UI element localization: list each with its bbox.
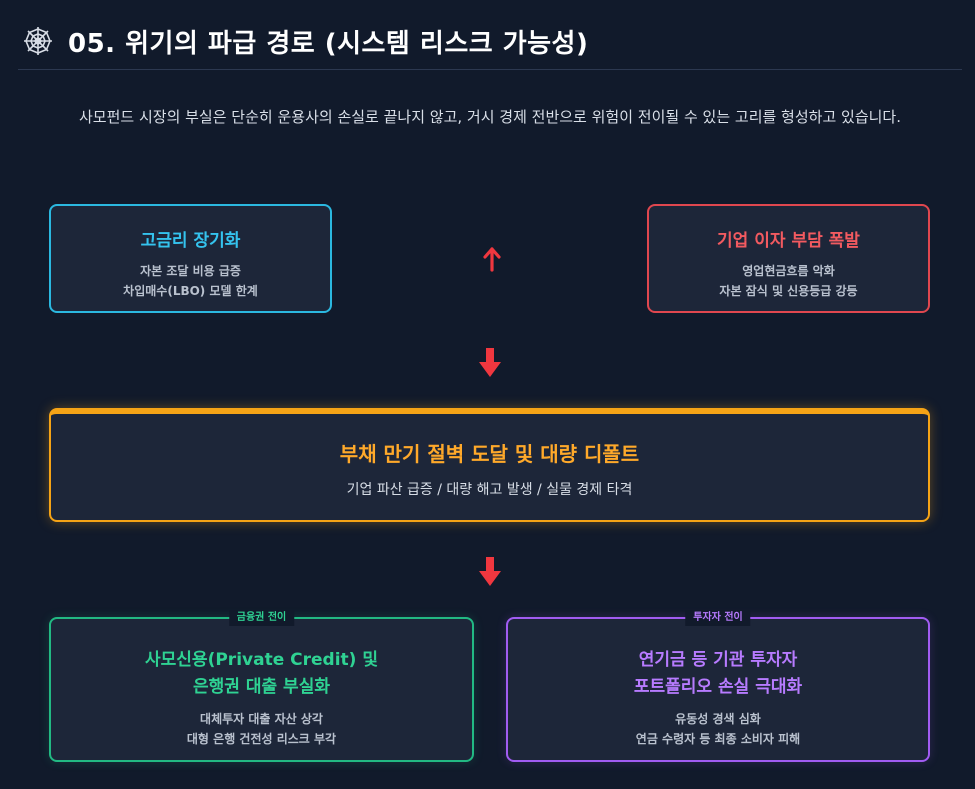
node-desc-line: 유동성 경색 심화 [675, 712, 761, 726]
node-desc: 기업 파산 급증 / 대량 해고 발생 / 실물 경제 타격 [346, 482, 633, 498]
node-desc-line: 대체투자 대출 자산 상각 [200, 712, 323, 726]
node-interest-burden: 기업 이자 부담 폭발 영업현금흐름 악화 자본 잠식 및 신용등급 강등 [647, 204, 930, 313]
node-financial-contagion: 금융권 전이 사모신용(Private Credit) 및 은행권 대출 부실화… [49, 610, 474, 762]
header-divider [18, 69, 962, 70]
node-desc-line: 영업현금흐름 악화 [742, 264, 835, 278]
arrow-down-icon [479, 348, 501, 377]
node-title-line: 사모신용(Private Credit) 및 [145, 650, 378, 670]
node-title-line: 연기금 등 기관 투자자 [638, 650, 798, 670]
node-desc-line: 차입매수(LBO) 모델 한계 [123, 284, 258, 298]
spider-web-icon [24, 27, 52, 55]
node-title: 연기금 등 기관 투자자 포트폴리오 손실 극대화 [508, 647, 928, 701]
intro-text: 사모펀드 시장의 부실은 단순히 운용사의 손실로 끝나지 않고, 거시 경제 … [79, 108, 901, 126]
node-title-line: 포트폴리오 손실 극대화 [633, 677, 803, 697]
node-investor-contagion: 투자자 전이 연기금 등 기관 투자자 포트폴리오 손실 극대화 유동성 경색 … [506, 610, 930, 762]
arrow-up-icon [483, 247, 501, 272]
node-desc-line: 대형 은행 건전성 리스크 부각 [186, 732, 337, 746]
node-title: 부채 만기 절벽 도달 및 대량 디폴트 [339, 442, 640, 466]
section-header: 05. 위기의 파급 경로 (시스템 리스크 가능성) [18, 14, 958, 68]
node-desc-line: 자본 조달 비용 급증 [140, 264, 241, 278]
node-title: 기업 이자 부담 폭발 [717, 231, 860, 251]
contagion-tag: 투자자 전이 [685, 610, 751, 626]
node-desc-line: 자본 잠식 및 신용등급 강등 [719, 284, 858, 298]
node-title: 사모신용(Private Credit) 및 은행권 대출 부실화 [51, 647, 472, 701]
node-high-rate: 고금리 장기화 자본 조달 비용 급증 차입매수(LBO) 모델 한계 [49, 204, 332, 313]
node-title-line: 은행권 대출 부실화 [193, 677, 330, 697]
node-desc-line: 연금 수령자 등 최종 소비자 피해 [635, 732, 801, 746]
node-debt-default: 부채 만기 절벽 도달 및 대량 디폴트 기업 파산 급증 / 대량 해고 발생… [49, 408, 930, 522]
arrow-down-icon [479, 557, 501, 586]
node-title: 고금리 장기화 [140, 231, 241, 251]
page-title: 05. 위기의 파급 경로 (시스템 리스크 가능성) [68, 28, 589, 59]
contagion-tag: 금융권 전이 [228, 610, 295, 626]
